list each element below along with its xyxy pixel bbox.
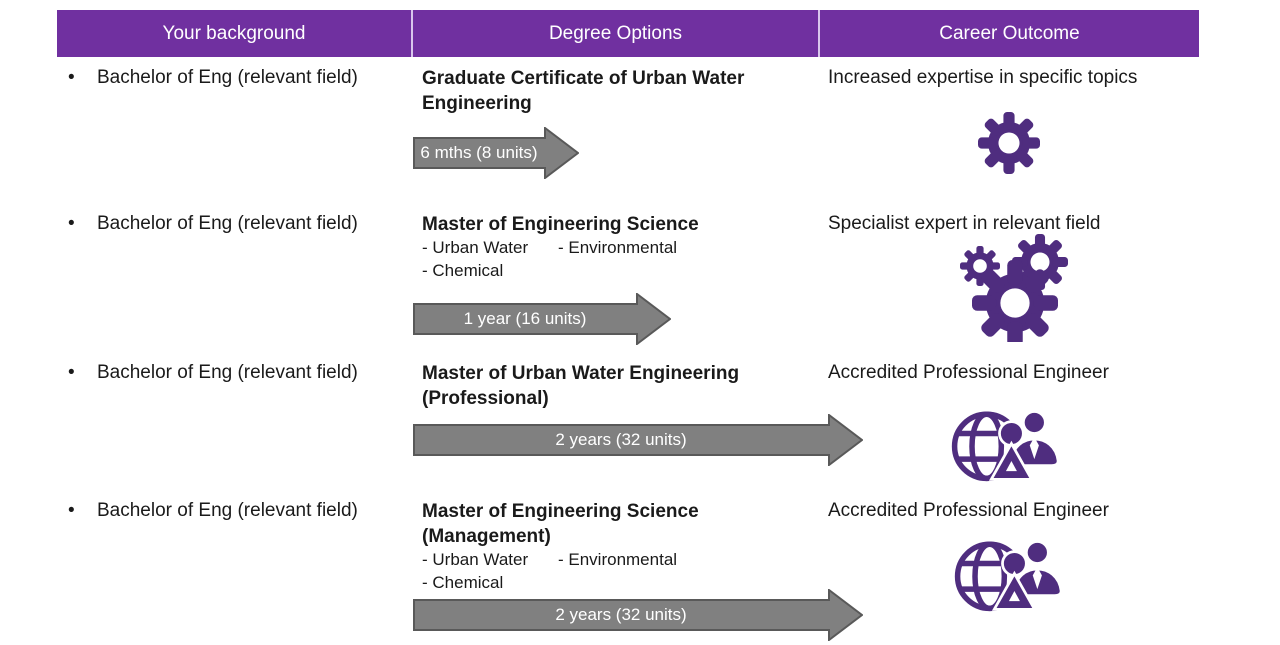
bullet: • (68, 213, 75, 234)
globe-users-icon (953, 532, 1063, 617)
header-divider (411, 10, 413, 57)
outcome-text: Accredited Professional Engineer (828, 500, 1109, 521)
specialisation: - Urban Water (422, 238, 529, 257)
duration-label: 6 mths (8 units) (420, 143, 538, 162)
specialisation: - Urban Water (422, 550, 529, 569)
gears-icon (960, 234, 1068, 342)
specialisation: - Environmental (558, 238, 678, 257)
bullet: • (68, 500, 75, 521)
header-degree-options: Degree Options (548, 22, 683, 44)
header-career-outcome: Career Outcome (939, 22, 1080, 44)
duration-arrow: 6 mths (8 units) (413, 127, 579, 179)
outcome-text: Increased expertise in specific topics (828, 67, 1138, 88)
degree-title: Graduate Certificate of Urban Water Engi… (422, 68, 745, 114)
background-text: Bachelor of Eng (relevant field) (97, 67, 358, 88)
background-text: Bachelor of Eng (relevant field) (97, 213, 358, 234)
header-your-background: Your background (162, 22, 306, 44)
duration-arrow: 2 years (32 units) (413, 589, 863, 641)
specialisation: - Environmental (558, 550, 678, 569)
specialisation: - Chemical (422, 261, 504, 280)
degree-title: Master of Urban Water Engineering (Profe… (422, 363, 740, 409)
bullet: • (68, 67, 75, 88)
bullet: • (68, 362, 75, 383)
duration-arrow: 1 year (16 units) (413, 293, 671, 345)
gear-icon (978, 112, 1040, 174)
degree-title: Master of Engineering Science (422, 214, 699, 235)
duration-label: 2 years (32 units) (555, 605, 687, 624)
header-divider (818, 10, 820, 57)
duration-arrow: 2 years (32 units) (413, 414, 863, 466)
outcome-text: Specialist expert in relevant field (828, 213, 1101, 234)
background-text: Bachelor of Eng (relevant field) (97, 500, 358, 521)
background-text: Bachelor of Eng (relevant field) (97, 362, 358, 383)
table-header: Your background Degree Options Career Ou… (57, 10, 1199, 57)
specialisation: - Chemical (422, 573, 504, 592)
outcome-text: Accredited Professional Engineer (828, 362, 1109, 383)
duration-label: 2 years (32 units) (555, 430, 687, 449)
duration-label: 1 year (16 units) (463, 309, 587, 328)
globe-users-icon (950, 402, 1060, 487)
degree-title: Master of Engineering Science (Managemen… (422, 501, 699, 547)
